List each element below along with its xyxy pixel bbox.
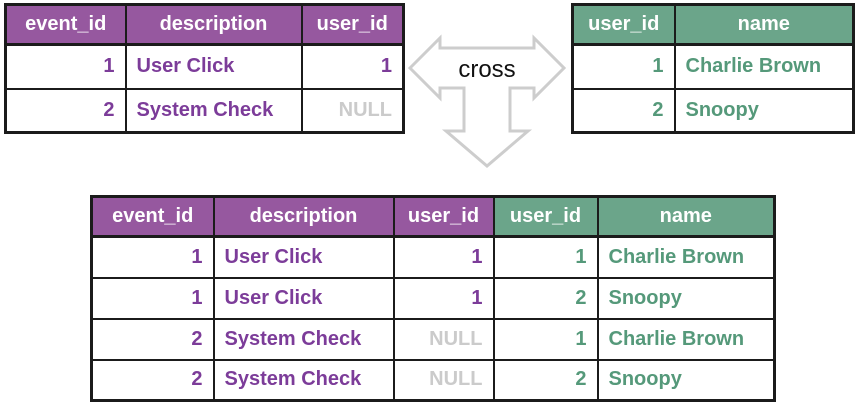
header-row: user_id name: [571, 3, 855, 46]
cell-description: System Check: [124, 87, 303, 134]
cell-user-id-right: 1: [492, 317, 599, 361]
result-table: event_id description user_id user_id nam…: [90, 195, 776, 402]
column-header-name: name: [673, 3, 855, 46]
cell-description: User Click: [212, 235, 395, 279]
cell-user-id: 2: [571, 87, 676, 134]
cell-name: Snoopy: [673, 87, 855, 134]
cell-name: Charlie Brown: [596, 317, 776, 361]
column-header-event-id: event_id: [90, 195, 215, 238]
cell-event-id: 1: [90, 235, 215, 279]
column-header-name: name: [596, 195, 776, 238]
column-header-user-id-left: user_id: [392, 195, 495, 238]
cell-event-id: 2: [90, 317, 215, 361]
table-row: 1 Charlie Brown: [571, 43, 855, 90]
header-row: event_id description user_id user_id nam…: [90, 195, 776, 238]
cell-user-id: 1: [571, 43, 676, 90]
table-row: 2 System Check NULL 1 Charlie Brown: [90, 317, 776, 361]
table-row: 1 User Click 1 1 Charlie Brown: [90, 235, 776, 279]
cell-event-id: 1: [90, 276, 215, 320]
cell-user-id-left: 1: [392, 276, 495, 320]
column-header-description: description: [124, 3, 303, 46]
cell-user-id-right: 2: [492, 358, 599, 402]
cell-name: Snoopy: [596, 276, 776, 320]
cell-user-id-left-null: NULL: [392, 317, 495, 361]
three-way-arrow-shape: [407, 34, 567, 168]
table-row: 2 System Check NULL 2 Snoopy: [90, 358, 776, 402]
table-row: 1 User Click 1 2 Snoopy: [90, 276, 776, 320]
cell-event-id: 1: [4, 43, 127, 90]
column-header-user-id-right: user_id: [492, 195, 599, 238]
cell-user-id-right: 1: [492, 235, 599, 279]
header-row: event_id description user_id: [4, 3, 405, 46]
cell-name: Charlie Brown: [673, 43, 855, 90]
cross-join-arrow: cross: [407, 34, 567, 168]
events-table: event_id description user_id 1 User Clic…: [4, 3, 405, 134]
cell-user-id-right: 2: [492, 276, 599, 320]
cell-description: User Click: [212, 276, 395, 320]
users-table: user_id name 1 Charlie Brown 2 Snoopy: [571, 3, 855, 134]
column-header-user-id: user_id: [571, 3, 676, 46]
cell-name: Snoopy: [596, 358, 776, 402]
cell-event-id: 2: [4, 87, 127, 134]
join-type-label: cross: [458, 56, 515, 83]
table-row: 1 User Click 1: [4, 43, 405, 90]
cell-user-id: 1: [300, 43, 405, 90]
cell-description: System Check: [212, 317, 395, 361]
cell-user-id-null: NULL: [300, 87, 405, 134]
cell-user-id-left: 1: [392, 235, 495, 279]
column-header-user-id: user_id: [300, 3, 405, 46]
cell-name: Charlie Brown: [596, 235, 776, 279]
column-header-event-id: event_id: [4, 3, 127, 46]
table-row: 2 System Check NULL: [4, 87, 405, 134]
column-header-description: description: [212, 195, 395, 238]
cell-user-id-left-null: NULL: [392, 358, 495, 402]
cell-description: User Click: [124, 43, 303, 90]
table-row: 2 Snoopy: [571, 87, 855, 134]
cell-event-id: 2: [90, 358, 215, 402]
cell-description: System Check: [212, 358, 395, 402]
